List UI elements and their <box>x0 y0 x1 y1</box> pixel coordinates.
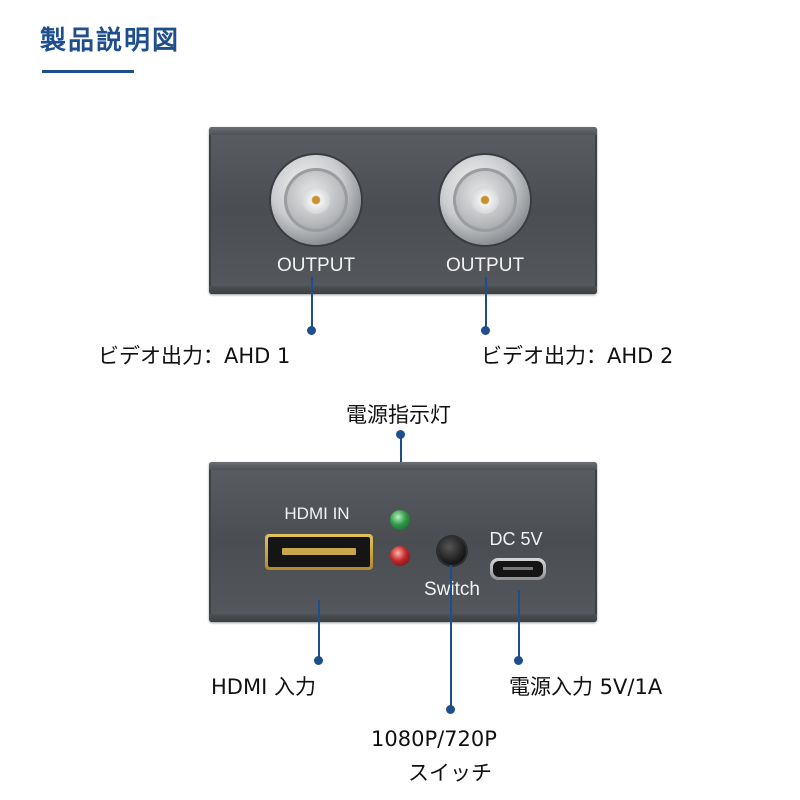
callout-switch-label: スイッチ <box>408 761 492 785</box>
leader-dot-switch <box>446 705 455 714</box>
leader-dot-hdmi <box>314 656 323 665</box>
led-indicator-icon <box>390 510 410 530</box>
callout-switch-resolution: 1080P/720P <box>371 727 497 751</box>
callout-ahd2: ビデオ出力：AHD 2 <box>481 344 674 368</box>
dc-5v-label: DC 5V <box>489 529 543 549</box>
output-label-right: OUTPUT <box>445 255 525 276</box>
micro-usb-socket <box>493 561 543 577</box>
callout-ahd1: ビデオ出力：AHD 1 <box>98 344 291 368</box>
leader-line-ahd1 <box>311 277 313 329</box>
callout-power-led: 電源指示灯 <box>346 403 451 427</box>
output-label-left: OUTPUT <box>276 255 356 276</box>
leader-line-power-in <box>518 590 520 660</box>
bnc-connector-icon <box>440 155 530 245</box>
title-underline <box>42 70 134 73</box>
hdmi-pins <box>282 548 356 555</box>
device-top-panel: OUTPUT OUTPUT <box>209 127 597 294</box>
leader-line-hdmi <box>318 600 320 660</box>
leader-dot-ahd2 <box>481 326 490 335</box>
bnc-pin <box>471 186 499 214</box>
bnc-connector-icon <box>271 155 361 245</box>
bnc-ring <box>284 168 348 232</box>
leader-dot-ahd1 <box>307 326 316 335</box>
leader-line-switch <box>450 565 452 710</box>
leader-dot-power-in <box>514 656 523 665</box>
bnc-pin <box>302 186 330 214</box>
page-title: 製品説明図 <box>40 26 181 56</box>
callout-power-input: 電源入力 5V/1A <box>509 675 663 699</box>
led-indicator-icon <box>390 546 410 566</box>
device-bottom-panel: HDMI IN Switch DC 5V <box>209 462 597 622</box>
push-button-icon[interactable] <box>438 537 466 565</box>
callout-hdmi-input: HDMI 入力 <box>211 675 316 699</box>
leader-line-ahd2 <box>485 277 487 329</box>
hdmi-in-label: HDMI IN <box>284 504 350 523</box>
hdmi-port-icon <box>265 534 373 570</box>
bnc-ring <box>453 168 517 232</box>
micro-usb-port-icon <box>490 558 546 580</box>
switch-label: Switch <box>424 579 480 600</box>
hdmi-socket <box>268 537 370 567</box>
